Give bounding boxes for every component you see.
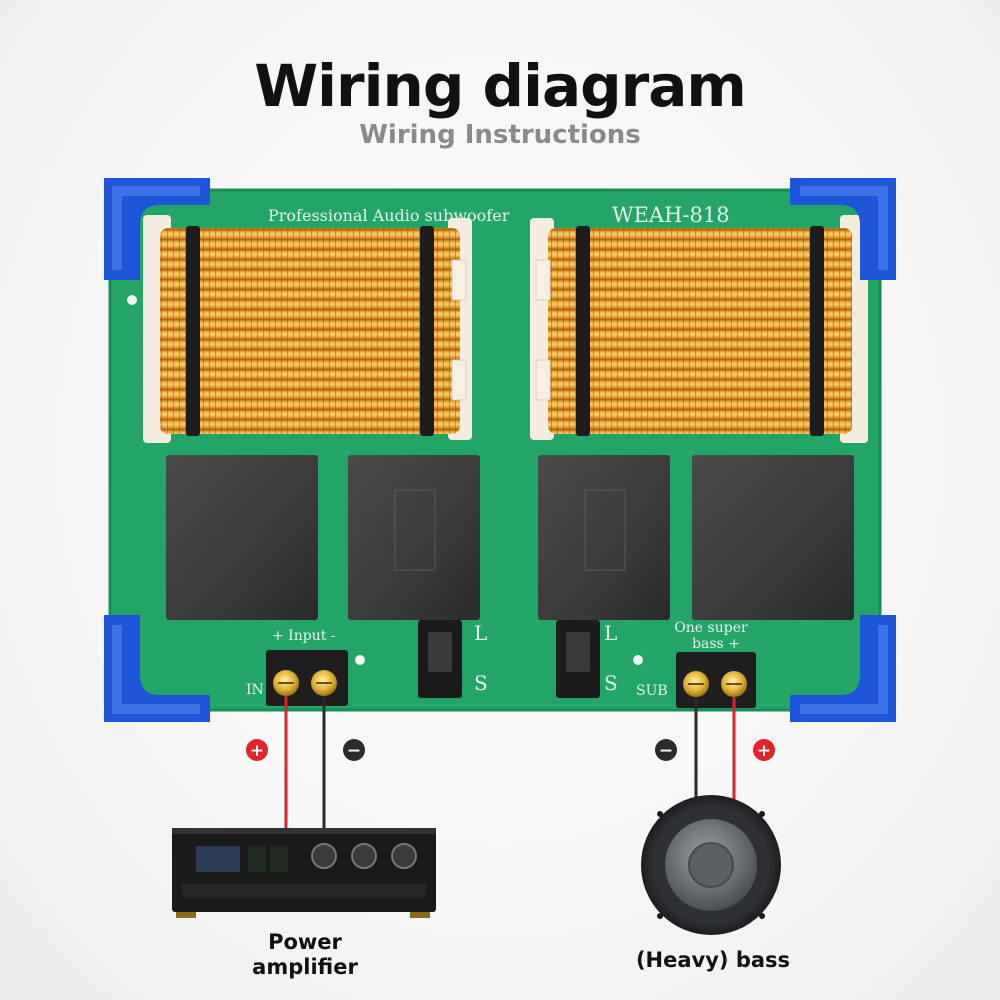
amplifier-caption: Power amplifier [230,930,380,980]
switch-left-s-label: S [474,671,488,695]
switch-right: L S [556,620,618,698]
minus-symbol: − [659,741,673,761]
polarity-marker-amp-positive: + [246,739,268,761]
input-label: + Input - [272,628,336,644]
page-title: Wiring diagram [254,52,747,120]
in-label: IN [246,682,264,698]
input-terminal: + Input - IN [246,628,348,706]
plus-symbol: + [757,741,771,761]
amplifier-caption-line1: Power [268,930,342,954]
plus-symbol: + [250,741,264,761]
switch-left-l-label: L [474,621,487,645]
subwoofer-speaker-icon [641,795,781,935]
output-label-line2: bass + [692,636,740,652]
speaker-caption: (Heavy) bass [635,948,791,972]
sub-label: SUB [636,683,668,699]
polarity-marker-speaker-positive: + [753,739,775,761]
corner-brackets [104,178,896,722]
bracket-bottom-right [790,615,896,722]
switch-right-l-label: L [604,621,617,645]
output-label-line1: One super [674,620,748,636]
capacitors [166,455,854,620]
capacitor-3 [538,455,670,620]
inductor-coil-right [530,215,868,443]
power-amplifier-icon [172,828,436,918]
bracket-top-left [104,178,210,280]
silkscreen-text: Professional Audio subwoofer [268,206,510,225]
wires [284,696,736,828]
switch-right-s-label: S [604,671,618,695]
crossover-board: Professional Audio subwoofer WEAH-818 [108,188,882,712]
switch-left: L S [418,620,488,698]
capacitor-2 [348,455,480,620]
capacitor-1 [166,455,318,620]
model-number: WEAH-818 [612,203,730,227]
amplifier-caption-line2: amplifier [252,955,358,979]
inductor-coil-left [143,215,472,443]
capacitor-4 [692,455,854,620]
page-subtitle: Wiring Instructions [359,120,641,150]
bracket-top-right [790,178,896,280]
output-terminal: One super bass + SUB [636,620,756,708]
polarity-marker-amp-negative: − [343,739,365,761]
bracket-bottom-left [104,615,210,722]
polarity-marker-speaker-negative: − [655,739,677,761]
minus-symbol: − [347,741,361,761]
